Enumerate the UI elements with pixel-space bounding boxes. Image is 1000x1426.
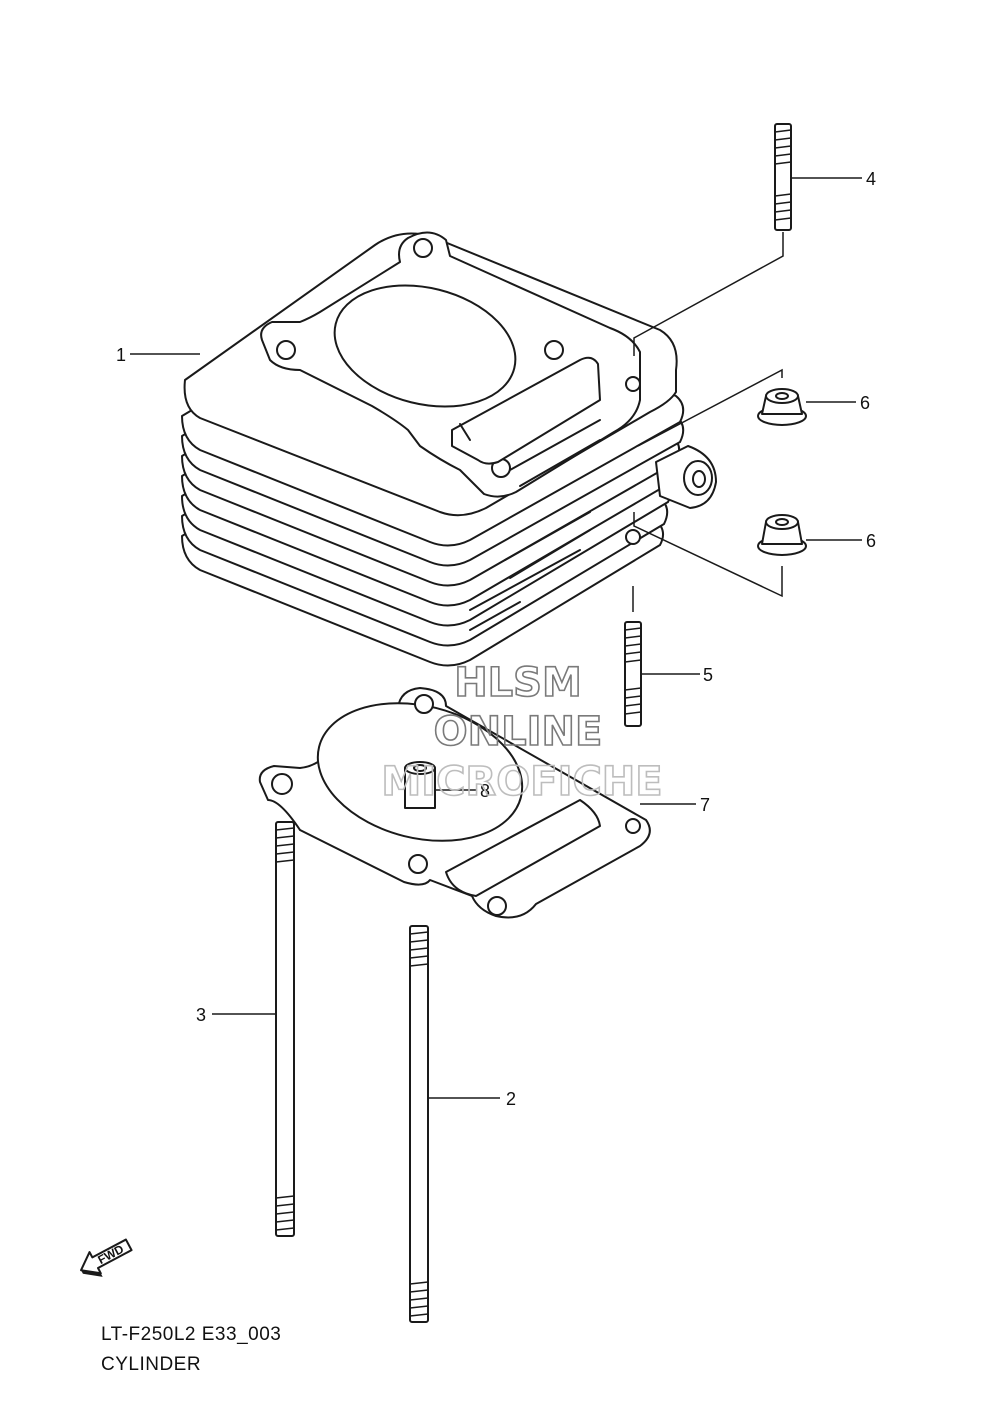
- diagram-code: LT-F250L2 E33_003: [101, 1324, 281, 1345]
- assembly-line-6-upper: [637, 368, 783, 447]
- fwd-arrow-icon: [80, 1238, 133, 1275]
- callout-label-5: 5: [703, 665, 713, 685]
- watermark: HLSM ONLINE MICROFICHE: [381, 659, 664, 806]
- callout-label-1: 1: [116, 345, 126, 365]
- watermark-line-3: MICROFICHE: [381, 759, 662, 805]
- cylinder-bore: [333, 284, 517, 408]
- callout-label-3: 3: [196, 1005, 206, 1025]
- forward-direction-arrow: FWD: [80, 1238, 133, 1277]
- flange-nut-lower: [757, 514, 807, 556]
- cylinder-side-port: [655, 445, 717, 509]
- cylinder-block: [181, 231, 717, 667]
- dowel-pin: [404, 761, 436, 809]
- cylinder-stud-hole: [625, 376, 641, 392]
- callout-label-6-lower: 6: [866, 531, 876, 551]
- long-stud-bolt-2: [409, 925, 429, 1323]
- assembly-line-4: [633, 232, 784, 356]
- long-stud-bolt-3: [275, 821, 295, 1237]
- stud-thread-bottom: [774, 193, 792, 221]
- cylinder-stud-hole: [413, 238, 433, 258]
- watermark-line-1: HLSM: [454, 660, 582, 706]
- callout-label-2: 2: [506, 1089, 516, 1109]
- callout-label-6-upper: 6: [860, 393, 870, 413]
- stud-thread-top: [774, 129, 792, 165]
- callout-label-4: 4: [866, 169, 876, 189]
- flange-nut-upper: [757, 388, 807, 426]
- callout-label-8: 8: [480, 781, 490, 801]
- cam-chain-tunnel: [451, 356, 601, 465]
- callout-label-7: 7: [700, 795, 710, 815]
- cylinder-stud-hole: [276, 340, 296, 360]
- cylinder-stud-hole: [625, 529, 641, 545]
- stud-bolt-5: [624, 621, 642, 727]
- cylinder-stud-hole: [544, 340, 564, 360]
- watermark-line-2: ONLINE: [434, 709, 603, 755]
- stud-bolt-4: [774, 123, 792, 231]
- diagram-title: CYLINDER: [101, 1354, 201, 1375]
- assembly-line-6-lower: [633, 512, 783, 598]
